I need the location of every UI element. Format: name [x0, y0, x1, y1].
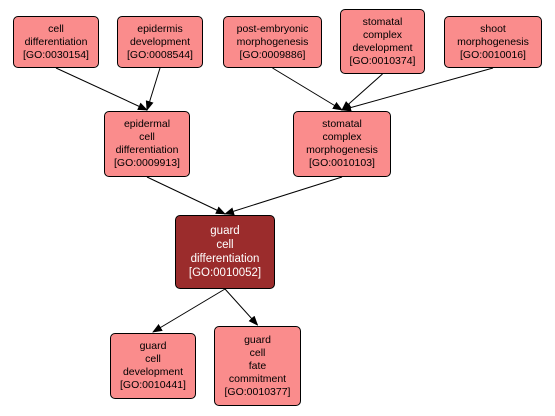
node-label-line: morphogenesis: [306, 144, 378, 156]
node-label-line: fate: [248, 359, 267, 372]
node-label-line: epidermis: [137, 22, 183, 35]
node-label-line: epidermal: [123, 118, 171, 130]
node-label-line: morphogenesis: [236, 35, 309, 48]
node-go-id: [GO:0010103]: [309, 157, 375, 169]
node-guard-cell-development[interactable]: guard cell development [GO:0010441]: [110, 333, 196, 399]
node-label-line: commitment: [228, 372, 287, 385]
node-label-line: differentiation: [190, 253, 260, 265]
edge-n0010103-n0010052: [224, 176, 343, 216]
node-label-line: development: [129, 35, 191, 48]
node-go-id: [GO:0009913]: [114, 157, 180, 169]
edge-n0009886-n0010103: [272, 67, 343, 111]
node-cell-differentiation[interactable]: cell differentiation [GO:0030154]: [13, 16, 99, 68]
edge-n0010052-n0010441: [152, 288, 226, 333]
node-go-id: [GO:0010441]: [120, 379, 186, 391]
node-shoot-morphogenesis[interactable]: shoot morphogenesis [GO:0010016]: [444, 16, 542, 68]
node-label-line: differentiation: [24, 35, 88, 48]
node-post-embryonic-morphogenesis[interactable]: post-embryonic morphogenesis [GO:0009886…: [223, 16, 322, 68]
node-stomatal-complex-development[interactable]: stomatal complex development [GO:0010374…: [340, 9, 425, 74]
node-label-line: morphogenesis: [457, 35, 529, 48]
node-epidermis-development[interactable]: epidermis development [GO:0008544]: [117, 16, 203, 68]
edge-n0010016-n0010103: [341, 67, 494, 112]
node-label-line: shoot: [480, 22, 506, 35]
node-label-line: guard: [244, 333, 271, 346]
node-guard-cell-differentiation-focus[interactable]: guard cell differentiation [GO:0010052]: [175, 215, 275, 289]
node-label-line: cell: [48, 22, 64, 35]
node-label-line: complex: [362, 28, 403, 41]
node-label-line: post-embryonic: [236, 22, 309, 35]
node-label-line: guard: [210, 225, 240, 237]
node-go-id: [GO:0010052]: [188, 267, 262, 279]
node-guard-cell-fate-commitment[interactable]: guard cell fate commitment [GO:0010377]: [214, 326, 301, 406]
node-epidermal-cell-differentiation[interactable]: epidermal cell differentiation [GO:00099…: [104, 111, 190, 177]
edge-n0010052-n0010377: [224, 288, 259, 326]
edge-n0008544-n0009913: [145, 67, 161, 111]
node-label-line: cell: [249, 346, 266, 359]
node-label-line: development: [122, 366, 184, 378]
node-label-line: stomatal: [322, 118, 362, 130]
node-go-id: [GO:0030154]: [23, 48, 89, 61]
node-stomatal-complex-morphogenesis[interactable]: stomatal complex morphogenesis [GO:00101…: [293, 111, 391, 177]
node-label-line: cell: [145, 353, 161, 365]
node-go-id: [GO:0010377]: [224, 385, 291, 398]
node-go-id: [GO:0009886]: [239, 48, 306, 61]
node-go-id: [GO:0010374]: [349, 54, 416, 67]
edge-n0009913-n0010052: [146, 176, 226, 215]
node-label-line: cell: [216, 239, 234, 251]
node-go-id: [GO:0008544]: [127, 48, 193, 61]
node-label-line: guard: [139, 340, 167, 352]
node-label-line: complex: [322, 131, 362, 143]
edge-n0030154-n0009913: [55, 67, 148, 111]
node-label-line: differentiation: [115, 144, 179, 156]
node-go-id: [GO:0010016]: [460, 48, 526, 61]
node-label-line: cell: [139, 131, 155, 143]
node-label-line: development: [352, 41, 413, 54]
node-label-line: stomatal: [362, 15, 403, 28]
